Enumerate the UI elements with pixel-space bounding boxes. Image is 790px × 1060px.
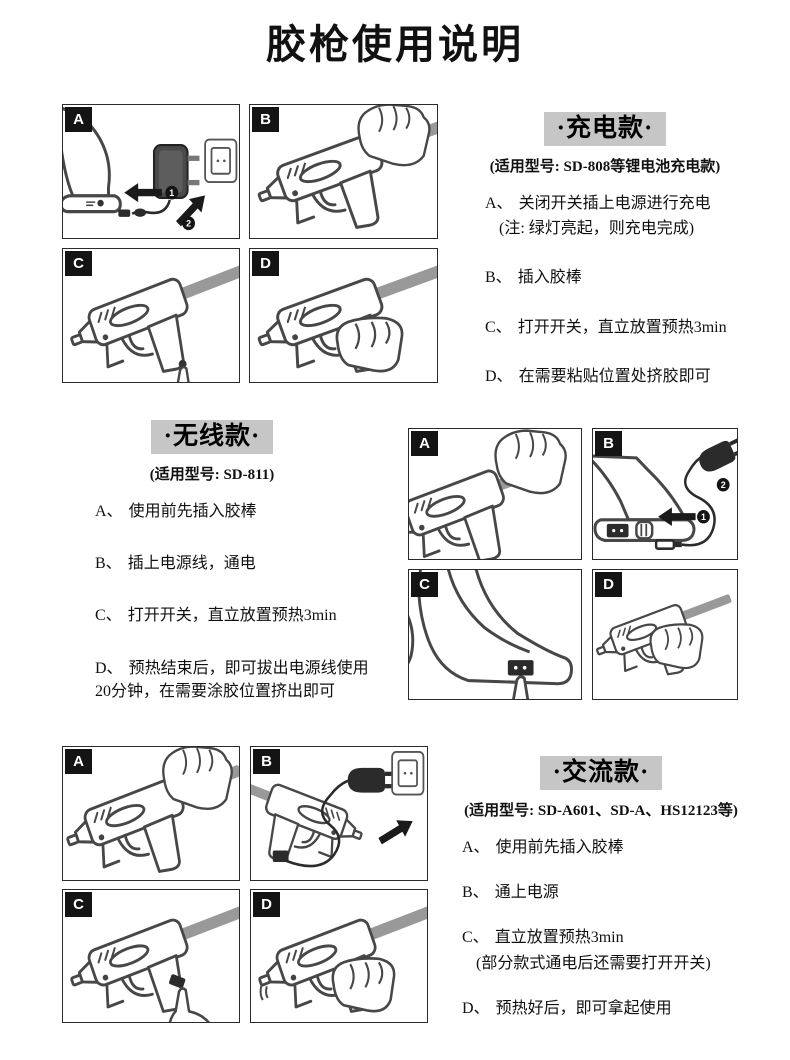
step-item: D、预热结束后，即可拔出电源线使用20分钟，在需要涂胶位置挤出即可 bbox=[95, 659, 369, 700]
panel-ac-a: A bbox=[62, 746, 240, 881]
step-item: A、关闭开关插上电源进行充电 (注: 绿灯亮起，则充电完成) bbox=[485, 192, 770, 240]
section-rechargeable: ·充电款· (适用型号: SD-808等锂电池充电款) A、关闭开关插上电源进行… bbox=[440, 112, 770, 414]
panel-label: B bbox=[252, 107, 279, 132]
panel-cordless-c: C bbox=[408, 569, 582, 700]
panel-label: B bbox=[595, 431, 622, 456]
section-heading: ·无线款· bbox=[150, 420, 274, 454]
step-list: A、使用前先插入胶棒 B、通上电源 C、直立放置预热3min (部分款式通电后还… bbox=[442, 836, 760, 1020]
panel-ac-b: B bbox=[250, 746, 428, 881]
step-list: A、关闭开关插上电源进行充电 (注: 绿灯亮起，则充电完成) B、插入胶棒 C、… bbox=[440, 192, 770, 388]
hold-and-dispense-illustration bbox=[251, 890, 427, 1022]
step-list: A、使用前先插入胶棒 B、插上电源线，通电 C、打开开关，直立放置预热3min … bbox=[52, 500, 372, 703]
panel-label: C bbox=[411, 572, 438, 597]
press-switch-illustration bbox=[409, 570, 573, 699]
svg-text:1: 1 bbox=[701, 512, 706, 522]
panel-cordless-b: B 1 2 bbox=[592, 428, 738, 560]
power-cord-connect-illustration: 1 2 bbox=[593, 433, 737, 550]
panel-label: D bbox=[253, 892, 280, 917]
press-switch-illustration bbox=[63, 890, 239, 1022]
step-item: B、插上电源线，通电 bbox=[95, 555, 256, 573]
step-note: (注: 绿灯亮起，则充电完成) bbox=[499, 220, 695, 238]
section-subtitle: (适用型号: SD-A601、SD-A、HS12123等) bbox=[464, 803, 738, 819]
panel-label: A bbox=[65, 107, 92, 132]
step-item: D、预热好后，即可拿起使用 bbox=[462, 999, 672, 1017]
panel-rechargeable-b: B bbox=[249, 104, 438, 239]
step-item: A、使用前先插入胶棒 bbox=[462, 839, 624, 856]
panel-cordless-d: D bbox=[592, 569, 738, 700]
step-item: D、在需要粘贴位置处挤胶即可 bbox=[485, 367, 711, 385]
page-title: 胶枪使用说明 bbox=[266, 22, 524, 67]
panel-label: D bbox=[595, 572, 622, 597]
section-subtitle: (适用型号: SD-808等锂电池充电款) bbox=[489, 159, 721, 175]
svg-text:1: 1 bbox=[169, 188, 174, 198]
step-item: A、使用前先插入胶棒 bbox=[95, 503, 257, 520]
step-item: C、打开开关，直立放置预热3min bbox=[95, 607, 337, 625]
section-heading: ·交流款· bbox=[539, 756, 663, 790]
step-item: B、通上电源 bbox=[462, 884, 559, 902]
section-subtitle: (适用型号: SD-811) bbox=[149, 467, 275, 483]
step-2-badge: 2 bbox=[716, 478, 730, 492]
step-item: C、打开开关，直立放置预热3min bbox=[485, 318, 727, 336]
plug-into-socket-illustration bbox=[251, 751, 425, 880]
panel-label: B bbox=[253, 749, 280, 774]
panel-ac-c: C bbox=[62, 889, 240, 1023]
panel-label: C bbox=[65, 251, 92, 276]
step-1-badge: 1 bbox=[165, 185, 179, 200]
press-switch-illustration bbox=[63, 249, 239, 382]
step-1-badge: 1 bbox=[697, 509, 710, 524]
section-ac: ·交流款· (适用型号: SD-A601、SD-A、HS12123等) A、使用… bbox=[442, 756, 760, 1042]
svg-text:2: 2 bbox=[186, 218, 191, 228]
section-cordless: ·无线款· (适用型号: SD-811) A、使用前先插入胶棒 B、插上电源线，… bbox=[52, 420, 372, 732]
panel-label: C bbox=[65, 892, 92, 917]
panel-cordless-a: A bbox=[408, 428, 582, 560]
section-heading: ·充电款· bbox=[543, 112, 667, 146]
panel-rechargeable-a: A 1 2 bbox=[62, 104, 240, 239]
panel-ac-d: D bbox=[250, 889, 428, 1023]
panel-rechargeable-d: D bbox=[249, 248, 438, 383]
svg-text:2: 2 bbox=[721, 480, 726, 490]
panel-label: A bbox=[65, 749, 92, 774]
panel-rechargeable-c: C bbox=[62, 248, 240, 383]
step-item: C、直立放置预热3min (部分款式通电后还需要打开开关) bbox=[462, 926, 760, 974]
step-2-badge: 2 bbox=[182, 216, 195, 231]
step-note: (部分款式通电后还需要打开开关) bbox=[476, 954, 711, 972]
panel-label: A bbox=[411, 431, 438, 456]
step-item: B、插入胶棒 bbox=[485, 269, 582, 287]
panel-label: D bbox=[252, 251, 279, 276]
